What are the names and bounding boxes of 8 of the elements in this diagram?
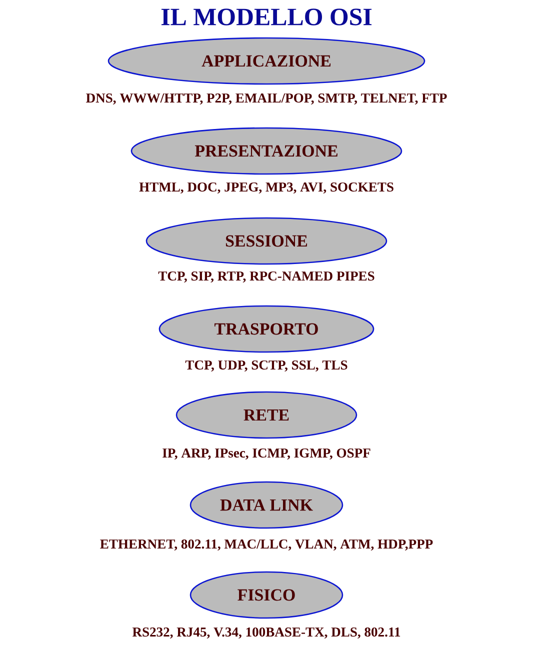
- protocol-list: IP, ARP, IPsec, ICMP, IGMP, OSPF: [162, 448, 370, 460]
- title: IL MODELLO OSI: [161, 8, 372, 26]
- protocol-list: TCP, UDP, SCTP, SSL, TLS: [185, 360, 348, 372]
- protocol-list: RS232, RJ45, V.34, 100BASE-TX, DLS, 802.11: [132, 627, 400, 639]
- protocol-list: DNS, WWW/HTTP, P2P, EMAIL/POP, SMTP, TELNET, FTP: [86, 93, 447, 105]
- protocol-list: HTML, DOC, JPEG, MP3, AVI, SOCKETS: [139, 182, 394, 194]
- protocol-list: ETHERNET, 802.11, MAC/LLC, VLAN, ATM, HDP,PPP: [100, 539, 433, 551]
- protocol-list: TCP, SIP, RTP, RPC-NAMED PIPES: [158, 271, 374, 283]
